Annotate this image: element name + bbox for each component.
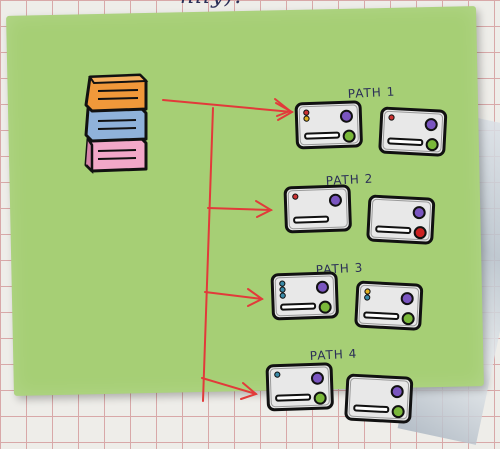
server-icon [346,375,412,422]
server-icon [356,282,422,329]
path-label-4: PATH 4 [309,347,357,363]
server-icon [267,364,332,410]
arrow-to-path-2 [208,208,271,210]
server-stack-icon [86,75,146,171]
server-icon [285,186,350,232]
connection-lines [163,99,292,401]
path-label-1: PATH 1 [347,85,395,101]
arrow-to-path-1 [163,100,292,112]
vertical-trunk [203,108,213,401]
server-icon [272,273,337,319]
server-icon [380,108,446,155]
server-icon [296,102,361,148]
server-icon [368,196,434,243]
